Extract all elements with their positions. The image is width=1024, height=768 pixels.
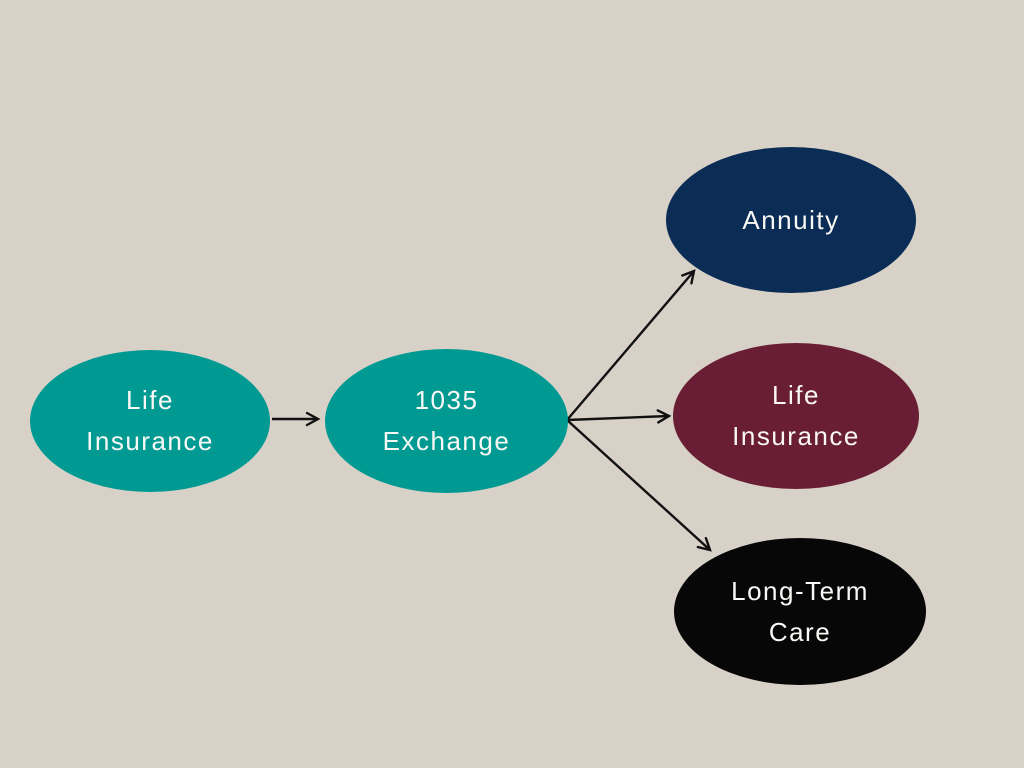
arrow-exchange-to-annuity [566, 269, 696, 421]
node-label: Life Insurance [732, 380, 860, 451]
node-label: Annuity [742, 204, 840, 235]
node-label: 1035 Exchange [382, 385, 511, 456]
arrow-exchange-to-life-insurance [566, 409, 672, 424]
node-long-term-care: Long-Term Care [674, 538, 926, 685]
node-label: Life Insurance [86, 385, 214, 456]
node-life-insurance-target: Life Insurance [673, 343, 919, 489]
node-life-insurance-source: Life Insurance [30, 350, 270, 492]
node-1035-exchange: 1035 Exchange [325, 349, 568, 493]
node-label: Long-Term Care [731, 575, 869, 647]
node-annuity: Annuity [666, 147, 916, 293]
